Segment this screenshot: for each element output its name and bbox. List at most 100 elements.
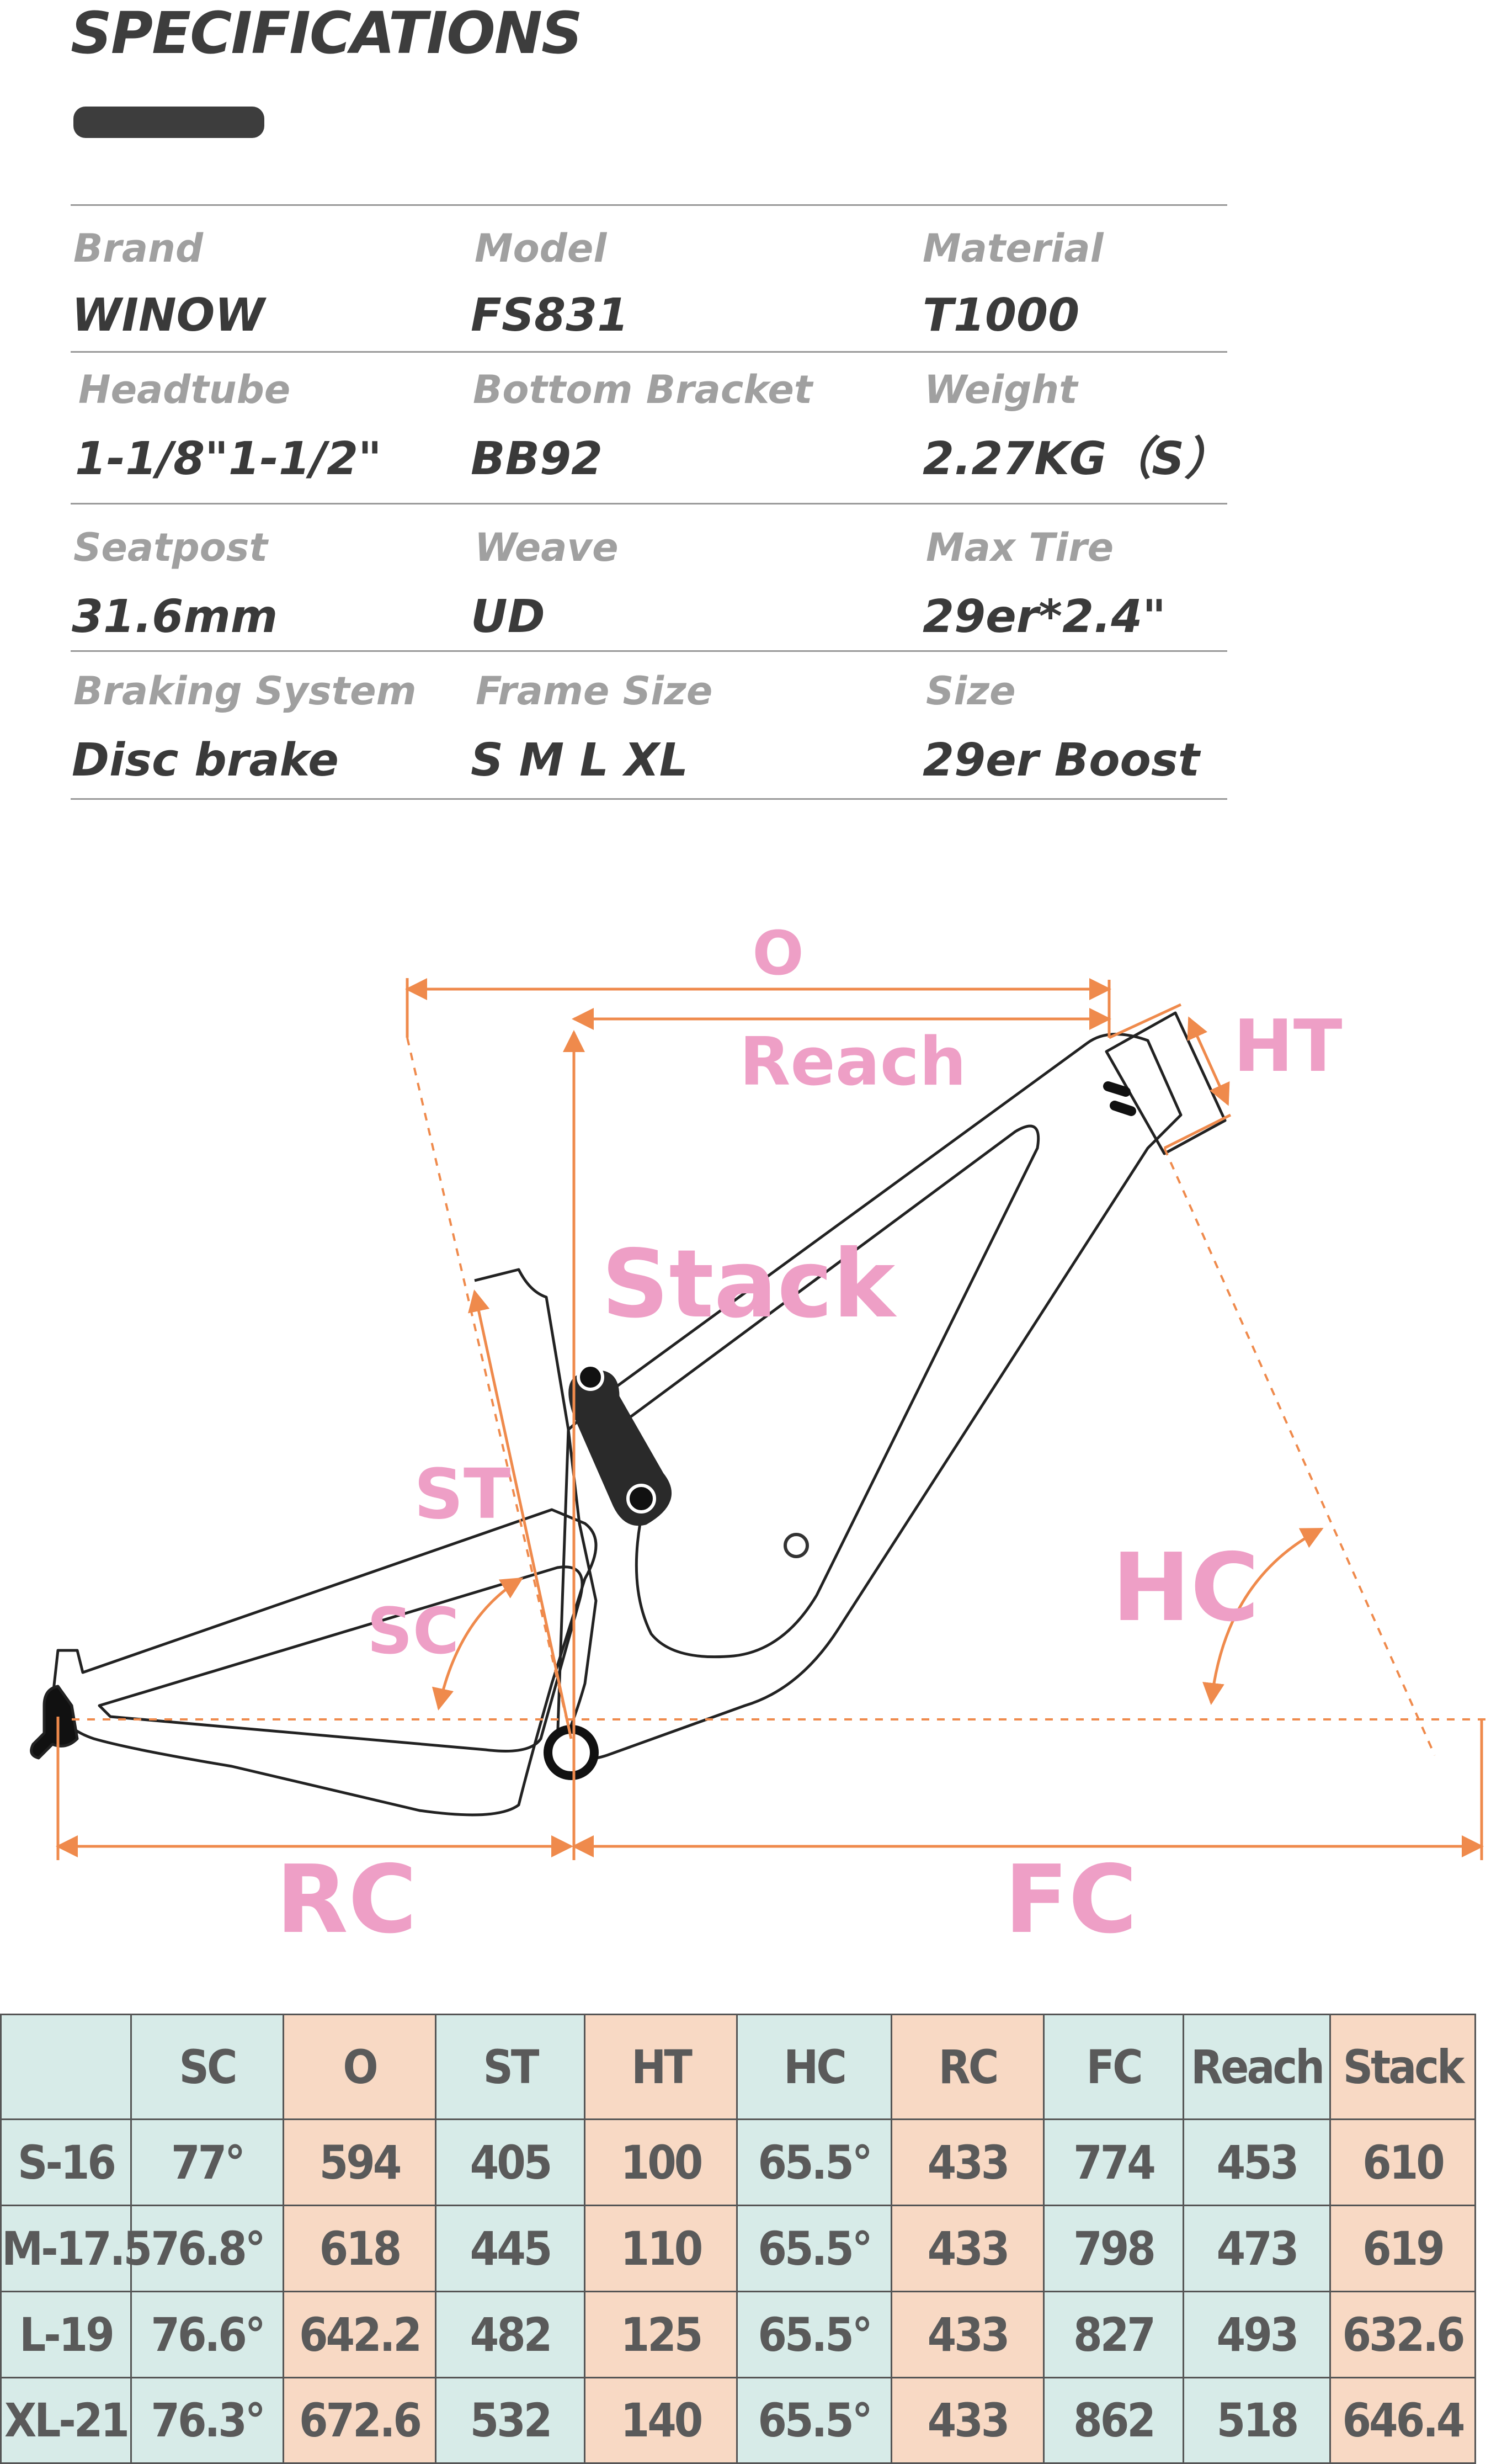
table-cell: 100 [584, 2118, 738, 2206]
spec-value-material: T1000 [923, 289, 1080, 342]
spec-label-braking-system: Braking System [73, 668, 417, 714]
table-cell: 433 [891, 2118, 1045, 2206]
row-size: L-19 [0, 2291, 132, 2378]
spec-label-headtube: Headtube [78, 367, 291, 412]
spec-label-brand: Brand [73, 226, 204, 271]
spec-label-weight: Weight [924, 367, 1078, 412]
frame-rear-inner [98, 1565, 584, 1753]
header-fc: FC [1043, 2014, 1184, 2120]
label-hc: HC [1112, 1533, 1259, 1643]
spec-label-frame-size: Frame Size [476, 668, 713, 714]
page-title: SPECIFICATIONS [71, 0, 583, 67]
table-cell: 433 [891, 2205, 1045, 2292]
table-cell: 862 [1043, 2377, 1184, 2464]
table-cell: 672.6 [283, 2377, 436, 2464]
table-cell: 433 [891, 2291, 1045, 2378]
row-size: M-17.5 [0, 2205, 152, 2292]
table-cell: 65.5° [736, 2205, 892, 2292]
table-cell: 646.4 [1329, 2377, 1476, 2464]
frame-front-triangle [556, 1033, 1183, 1761]
cable-port [784, 1533, 809, 1558]
label-o: O [752, 918, 804, 989]
spec-divider [71, 503, 1227, 505]
table-cell: 482 [435, 2291, 585, 2378]
table-cell: 65.5° [736, 2291, 892, 2378]
table-row: L-19 76.6° 642.2 482 125 65.5° 433 827 4… [0, 2291, 1476, 2378]
table-cell: 445 [435, 2205, 585, 2292]
geometry-table: SC O ST HT HC RC FC Reach Stack S-16 77°… [0, 2014, 1476, 2464]
spec-value-frame-size: S M L XL [471, 734, 689, 787]
table-cell: 827 [1043, 2291, 1184, 2378]
st-dimension [468, 1289, 573, 1739]
table-cell: 125 [584, 2291, 738, 2378]
table-cell: 642.2 [283, 2291, 436, 2378]
table-cell: 632.6 [1329, 2291, 1476, 2378]
hc-angle-arc [1202, 1527, 1324, 1705]
table-cell: 618 [283, 2205, 436, 2292]
spec-label-bottom-bracket: Bottom Bracket [473, 367, 813, 412]
spec-label-material: Material [923, 226, 1104, 271]
bike-frame [30, 1011, 1227, 1817]
table-cell: 774 [1043, 2118, 1184, 2206]
header-corner [0, 2014, 132, 2120]
rear-dropout [30, 1685, 79, 1760]
header-st: ST [435, 2014, 585, 2120]
label-stack: Stack [601, 1230, 897, 1339]
table-cell: 140 [584, 2377, 738, 2464]
dashed-guides [72, 1037, 1490, 1756]
spec-value-weight: 2.27KG（S） [923, 433, 1230, 485]
spec-value-size: 29er Boost [923, 734, 1200, 787]
spec-divider [71, 351, 1227, 353]
ht-dimension [1187, 1016, 1230, 1106]
table-cell: 798 [1043, 2205, 1184, 2292]
frame-rear-triangle [51, 1508, 598, 1817]
table-row: S-16 77° 594 405 100 65.5° 433 774 453 6… [0, 2118, 1476, 2206]
frame-inner-cutout [619, 1124, 1040, 1659]
table-cell: 619 [1329, 2205, 1476, 2292]
spec-label-max-tire: Max Tire [926, 525, 1114, 570]
headtube-port [1103, 1081, 1136, 1116]
table-cell: 518 [1183, 2377, 1331, 2464]
frame-headtube [1105, 1011, 1227, 1155]
table-cell: 76.8° [130, 2205, 284, 2292]
spec-value-seatpost: 31.6mm [72, 591, 278, 643]
title-underline-bar [73, 107, 264, 138]
bottom-bracket [544, 1725, 599, 1780]
table-cell: 453 [1183, 2118, 1331, 2206]
header-sc: SC [130, 2014, 284, 2120]
row-size: S-16 [0, 2118, 132, 2206]
table-cell: 76.3° [130, 2377, 284, 2464]
table-cell: 610 [1329, 2118, 1476, 2206]
spec-value-brand: WINOW [72, 289, 265, 342]
spec-divider [71, 798, 1227, 800]
frame-geometry-diagram: O Reach HT Stack ST SC HC RC FC [30, 918, 1490, 1955]
spec-divider [71, 650, 1227, 652]
header-o: O [283, 2014, 436, 2120]
header-rc: RC [891, 2014, 1045, 2120]
sc-angle-arc [432, 1577, 524, 1711]
table-row: M-17.5 76.8° 618 445 110 65.5° 433 798 4… [0, 2205, 1476, 2292]
table-row: XL-21 76.3° 672.6 532 140 65.5° 433 862 … [0, 2377, 1476, 2464]
table-cell: 76.6° [130, 2291, 284, 2378]
spec-value-weave: UD [471, 591, 545, 643]
label-sc: SC [367, 1595, 459, 1669]
table-header-row: SC O ST HT HC RC FC Reach Stack [0, 2014, 1476, 2120]
header-reach: Reach [1183, 2014, 1331, 2120]
header-hc: HC [736, 2014, 892, 2120]
label-rc: RC [276, 1845, 417, 1955]
label-ht: HT [1233, 1004, 1342, 1088]
table-cell: 594 [283, 2118, 436, 2206]
spec-label-weave: Weave [475, 525, 619, 570]
row-size: XL-21 [0, 2377, 132, 2464]
dimension-lines [56, 978, 1484, 1860]
header-stack: Stack [1329, 2014, 1476, 2120]
table-cell: 473 [1183, 2205, 1331, 2292]
table-cell: 532 [435, 2377, 585, 2464]
spec-divider [71, 204, 1227, 206]
table-cell: 493 [1183, 2291, 1331, 2378]
table-cell: 110 [584, 2205, 738, 2292]
spec-label-model: Model [475, 226, 607, 271]
label-reach: Reach [739, 1024, 966, 1101]
header-ht: HT [584, 2014, 738, 2120]
table-cell: 405 [435, 2118, 585, 2206]
